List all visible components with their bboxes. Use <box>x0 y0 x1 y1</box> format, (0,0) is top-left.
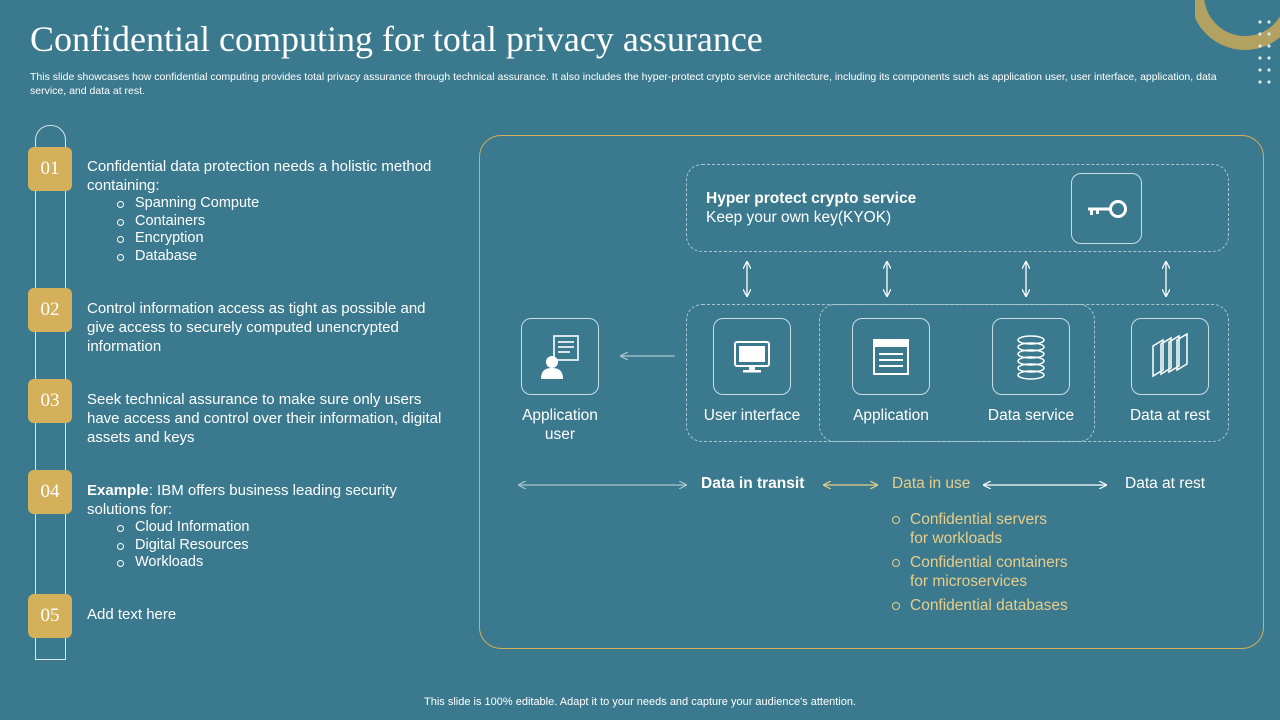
hyper-protect-box <box>686 164 1229 252</box>
example-text: : IBM offers business leading security s… <box>87 482 397 518</box>
key-icon <box>1071 173 1142 244</box>
corner-decoration <box>1195 0 1280 84</box>
step-text-02: Control information access as tight as p… <box>87 300 426 355</box>
page-subtitle: This slide showcases how confidential co… <box>30 71 1217 97</box>
step-text-04: Example: IBM offers business leading sec… <box>87 481 452 572</box>
use-item: Confidential containers for microservice… <box>891 553 1071 591</box>
use-item: Confidential servers for workloads <box>891 510 1061 548</box>
label-application: Application <box>853 407 929 424</box>
layers-icon <box>1131 318 1209 395</box>
step-01-intro: Confidential data protection needs a hol… <box>87 158 432 194</box>
architecture-panel <box>479 135 1264 649</box>
label-user-interface: User interface <box>703 407 801 424</box>
step-01-bullets: Spanning Compute Containers Encryption D… <box>117 195 452 265</box>
step-text-03: Seek technical assurance to make sure on… <box>87 391 442 446</box>
monitor-icon <box>713 318 791 395</box>
bullet-item: Containers <box>117 213 452 231</box>
footer-note: This slide is 100% editable. Adapt it to… <box>424 696 856 708</box>
step-badge-01: 01 <box>28 147 72 191</box>
step-text-05: Add text here <box>87 606 177 623</box>
bullet-item: Cloud Information <box>117 519 452 537</box>
hyper-protect-subtitle: Keep your own key(KYOK) <box>706 209 892 226</box>
step-badge-05: 05 <box>28 594 72 638</box>
bullet-item: Spanning Compute <box>117 195 452 213</box>
step-text-01: Confidential data protection needs a hol… <box>87 157 452 265</box>
page-title: Confidential computing for total privacy… <box>30 19 763 59</box>
use-item: Confidential databases <box>891 596 1091 615</box>
step-04-intro: Example: IBM offers business leading sec… <box>87 481 452 519</box>
step-badge-04: 04 <box>28 470 72 514</box>
flow-data-in-use: Data in use <box>892 475 971 492</box>
flow-data-at-rest: Data at rest <box>1125 475 1206 492</box>
example-label: Example <box>87 482 149 499</box>
bullet-item: Digital Resources <box>117 537 452 555</box>
step-badge-02: 02 <box>28 288 72 332</box>
data-in-use-box <box>819 304 1095 442</box>
database-icon <box>992 318 1070 395</box>
label-application-user: Application user <box>522 407 598 443</box>
bullet-item: Workloads <box>117 554 452 572</box>
user-icon <box>521 318 599 395</box>
hyper-protect-title: Hyper protect crypto service <box>706 190 917 207</box>
label-data-at-rest: Data at rest <box>1129 407 1211 424</box>
label-data-service: Data service <box>987 407 1075 424</box>
window-icon <box>852 318 930 395</box>
bullet-item: Database <box>117 248 452 266</box>
flow-data-in-transit: Data in transit <box>701 475 805 492</box>
data-in-use-list: Confidential servers for workloads Confi… <box>891 510 1091 620</box>
step-badge-03: 03 <box>28 379 72 423</box>
bullet-item: Encryption <box>117 230 452 248</box>
step-04-bullets: Cloud Information Digital Resources Work… <box>117 519 452 572</box>
